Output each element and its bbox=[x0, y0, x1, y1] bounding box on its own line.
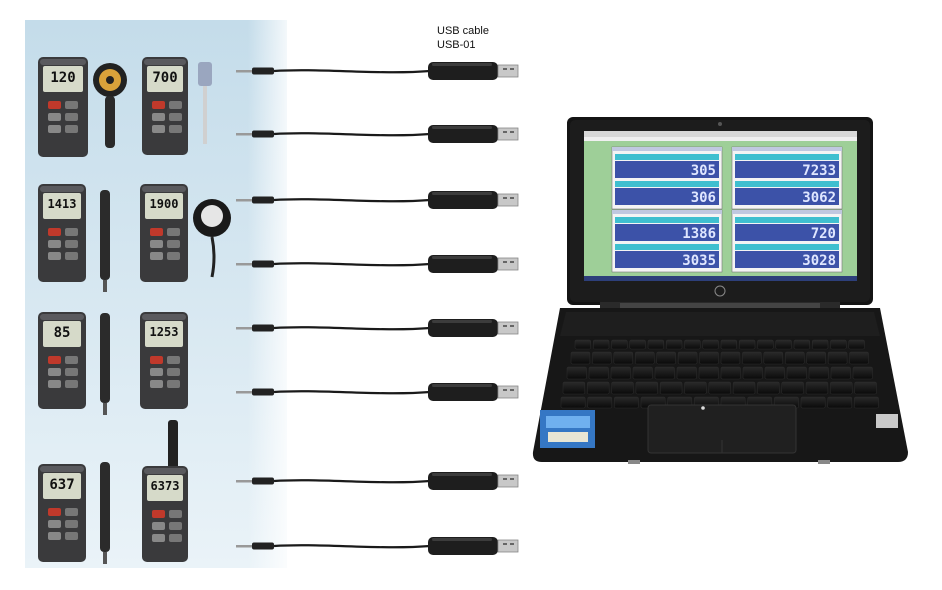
panel-reading: 7233 bbox=[802, 163, 836, 179]
panel-reading: 3028 bbox=[802, 253, 836, 269]
cable-label-line1: USB cable bbox=[437, 25, 489, 37]
usb-cable-8 bbox=[236, 537, 519, 555]
panel-reading: 3035 bbox=[682, 253, 716, 269]
usb-plug-icon bbox=[428, 255, 519, 273]
meter-light-meter bbox=[140, 184, 231, 282]
meter-reading: 120 bbox=[50, 70, 76, 86]
panel-reading: 3062 bbox=[802, 190, 836, 206]
usb-cable-7 bbox=[236, 472, 519, 490]
meter-lcd bbox=[145, 193, 183, 219]
sensor-probe-icon bbox=[93, 63, 127, 148]
meter-lcd bbox=[147, 475, 183, 501]
sensor-probe-icon bbox=[100, 313, 110, 415]
panel-top-right: 7233 3062 bbox=[731, 146, 843, 210]
meter-conductivity-meter bbox=[38, 184, 110, 292]
panel-bottom-left: 1386 3035 bbox=[611, 209, 723, 273]
meter-reading: 1900 bbox=[149, 197, 179, 211]
usb-plug-icon bbox=[428, 537, 519, 555]
sensor-probe-icon bbox=[198, 62, 212, 144]
meter-reading: 637 bbox=[49, 477, 75, 493]
usb-cable-4 bbox=[236, 255, 519, 273]
panel-reading: 305 bbox=[691, 163, 716, 179]
meter-lcd bbox=[43, 321, 81, 347]
audio-jack-icon bbox=[236, 260, 274, 268]
cables-group bbox=[236, 62, 519, 555]
cable-label-line2: USB-01 bbox=[437, 39, 476, 51]
laptop-sticker bbox=[540, 410, 595, 448]
meter-reading: 6373 bbox=[150, 479, 180, 493]
usb-plug-icon bbox=[428, 191, 519, 209]
usb-plug-icon bbox=[428, 383, 519, 401]
meter-humidity-meter bbox=[38, 462, 110, 564]
panel-reading: 720 bbox=[811, 226, 836, 242]
cable-label: USB cable USB-01 bbox=[437, 24, 489, 52]
usb-cable-3 bbox=[236, 191, 519, 209]
meter-lcd bbox=[43, 66, 83, 92]
meter-reading: 1413 bbox=[47, 197, 77, 211]
meter-reading: 700 bbox=[152, 70, 178, 86]
panel-reading: 1386 bbox=[682, 226, 716, 242]
meter-lcd bbox=[43, 473, 81, 499]
sensor-probe-icon bbox=[100, 190, 110, 292]
meter-anemometer bbox=[38, 57, 127, 157]
audio-jack-icon bbox=[236, 324, 274, 332]
meter-reading: 85 bbox=[53, 325, 71, 341]
meter-sound-meter bbox=[140, 312, 188, 409]
laptop-icon: 305 306 7233 3062 1386 3035 720 3028 bbox=[532, 117, 908, 464]
usb-cable-1 bbox=[236, 62, 519, 80]
usb-plug-icon bbox=[428, 62, 519, 80]
meter-lcd bbox=[43, 193, 81, 219]
meters-group bbox=[38, 57, 231, 564]
panel-top-left: 305 306 bbox=[611, 146, 723, 210]
meter-reading: 1253 bbox=[149, 325, 179, 339]
usb-cable-6 bbox=[236, 383, 519, 401]
panel-bottom-right: 720 3028 bbox=[731, 209, 843, 273]
usb-cable-2 bbox=[236, 125, 519, 143]
audio-jack-icon bbox=[236, 388, 274, 396]
audio-jack-icon bbox=[236, 477, 274, 485]
audio-jack-icon bbox=[236, 542, 274, 550]
audio-jack-icon bbox=[236, 67, 274, 75]
meter-hygro-thermometer bbox=[142, 420, 188, 562]
meter-thermometer bbox=[38, 312, 110, 415]
meter-lcd bbox=[147, 66, 183, 92]
sensor-probe-icon bbox=[100, 462, 110, 564]
panel-reading: 306 bbox=[691, 190, 716, 206]
audio-jack-icon bbox=[236, 130, 274, 138]
usb-plug-icon bbox=[428, 472, 519, 490]
audio-jack-icon bbox=[236, 196, 274, 204]
meter-lcd bbox=[145, 321, 183, 347]
usb-plug-icon bbox=[428, 125, 519, 143]
meter-ph-meter bbox=[142, 57, 212, 155]
sensor-probe-icon bbox=[193, 199, 231, 278]
usb-cable-5 bbox=[236, 319, 519, 337]
usb-plug-icon bbox=[428, 319, 519, 337]
